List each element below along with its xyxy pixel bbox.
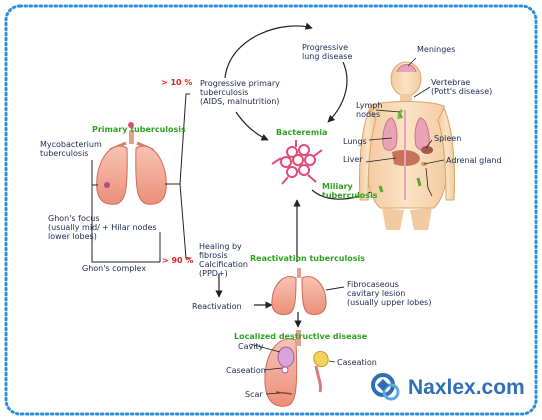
arrow-to-bacteremia	[327, 61, 348, 123]
hilar-nodes-label: + Hilar nodes	[102, 223, 157, 232]
liver-label: Liver	[343, 155, 363, 164]
ghons-complex-label: Ghon's complex	[82, 264, 147, 273]
localized-lung-illustration	[249, 330, 301, 407]
caseation-left-label: Caseation	[226, 366, 266, 375]
pct-10-label: > 10 %	[161, 78, 193, 87]
bacteria-cluster-icon	[271, 140, 323, 185]
healing-label: Healing by fibrosis Calcification (PPD+)	[199, 242, 248, 278]
lymph-nodes-label: Lymph nodes	[356, 101, 383, 119]
bacillus-icon	[128, 122, 134, 128]
ghons-focus-label: Ghon's focus (usually mid/ lower lobes)	[48, 214, 100, 241]
cavity-label: Cavity	[238, 342, 264, 351]
human-body-illustration	[359, 61, 455, 230]
bracket-lines	[91, 160, 161, 263]
naxlex-logo-icon	[371, 373, 400, 401]
fibrocaseous-label: Fibrocaseous cavitary lesion (usually up…	[347, 280, 432, 307]
arrow-to-progressive-lung	[224, 22, 313, 79]
bacteremia-label: Bacteremia	[276, 128, 328, 137]
reactivation-tb-label: Reactivation tuberculosis	[250, 254, 366, 263]
primary-lungs-illustration	[96, 122, 167, 205]
adrenal-label: Adrenal gland	[446, 156, 502, 165]
lungs-label: Lungs	[343, 137, 367, 146]
arrow-fibrocaseous-leader	[325, 286, 345, 291]
mycobacterium-label: Mycobacterium tuberculosis	[40, 140, 102, 158]
body-leader-lines	[365, 57, 445, 197]
scar-label: Scar	[245, 390, 263, 399]
pct-90-label: > 90 %	[162, 256, 194, 265]
progressive-primary-label: Progressive primary tuberculosis (AIDS, …	[200, 79, 280, 106]
spleen-label: Spleen	[434, 134, 462, 143]
reactivation-label: Reactivation	[192, 302, 242, 311]
reactivation-lungs-illustration	[271, 268, 327, 315]
caseation-right-label: Caseation	[337, 358, 377, 367]
caseation-node-illustration	[313, 351, 336, 393]
miliary-label: Miliary tuberculosis	[322, 182, 378, 200]
meninges-label: Meninges	[417, 45, 456, 54]
dotted-frame	[4, 4, 538, 416]
brand-text: Naxlex.com	[408, 376, 525, 399]
progressive-lung-label: Progressive lung disease	[302, 43, 353, 61]
arrow-primary-to-bacteremia	[235, 111, 269, 141]
localized-label: Localized destructive disease	[234, 332, 368, 341]
primary-tb-label: Primary tuberculosis	[92, 125, 186, 134]
vertebrae-label: Vertebrae (Pott's disease)	[431, 78, 493, 96]
naxlex-brand: Naxlex.com	[368, 371, 536, 405]
